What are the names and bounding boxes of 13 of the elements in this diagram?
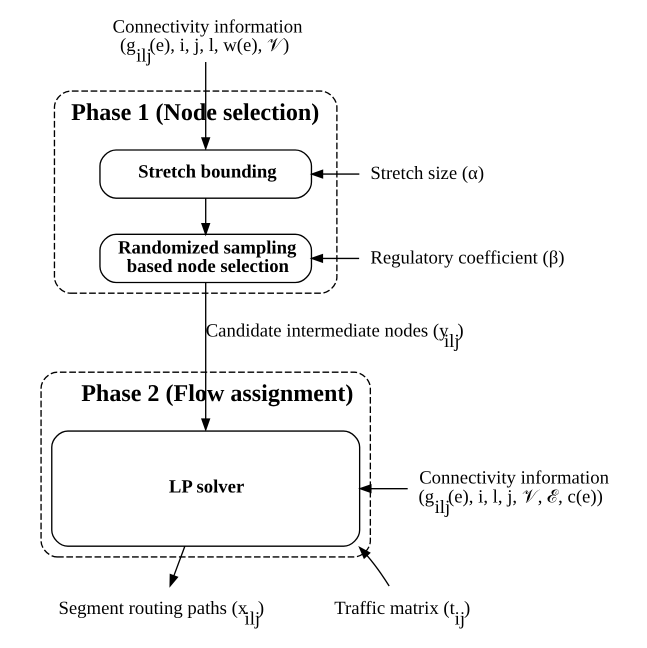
arrow bbox=[358, 546, 390, 586]
arrow bbox=[201, 282, 210, 432]
arrow bbox=[310, 169, 360, 179]
node-box: Randomized sampling based node selection bbox=[99, 234, 312, 284]
arrow bbox=[201, 62, 210, 151]
node-text: Stretch size (α) bbox=[370, 163, 484, 184]
node-box: Stretch bounding bbox=[99, 149, 312, 199]
node-text: Regulatory coefficient (β) bbox=[370, 247, 565, 268]
node-box: LP solver bbox=[51, 430, 360, 547]
arrow bbox=[201, 198, 210, 236]
arrow bbox=[358, 484, 408, 494]
arrow bbox=[310, 254, 360, 264]
arrow bbox=[169, 546, 186, 588]
